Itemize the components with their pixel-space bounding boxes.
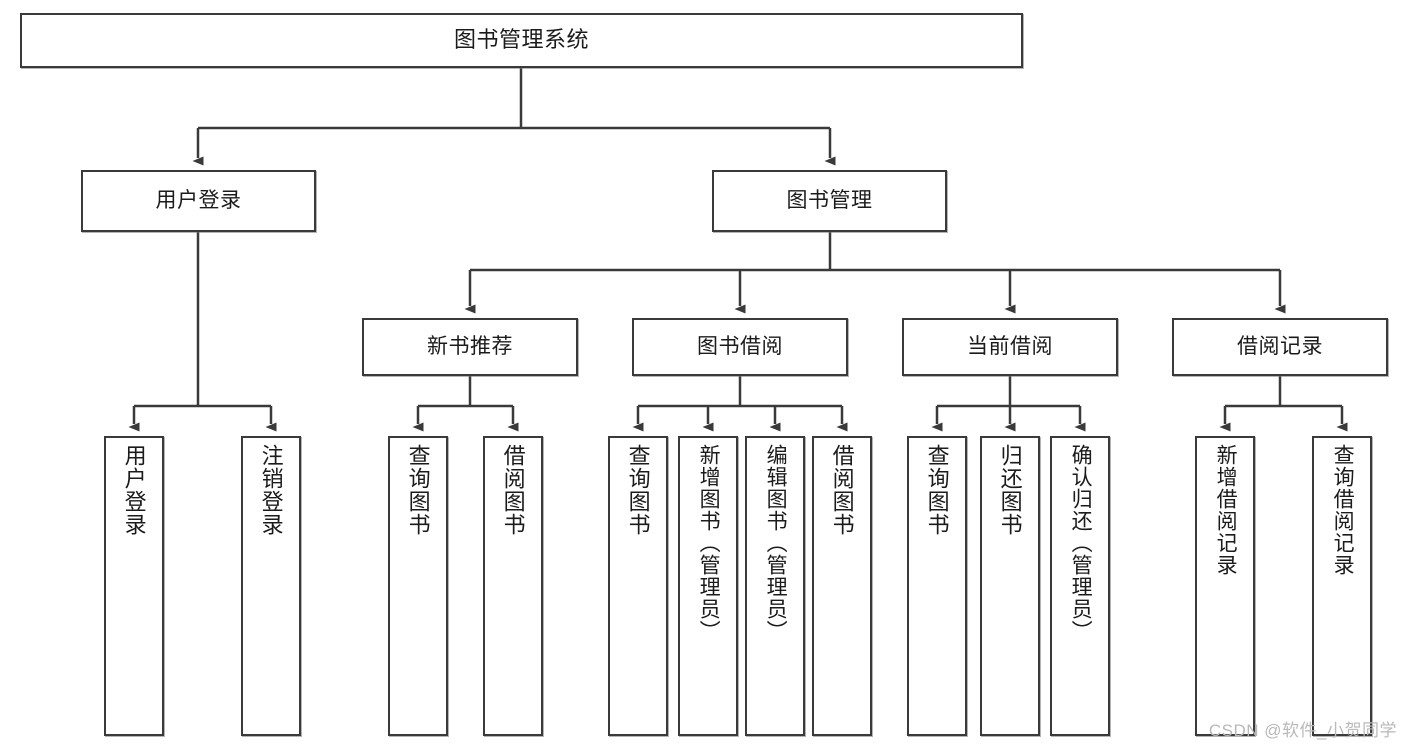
node-label: 注销登录 [258,444,284,536]
node-label: 查询借阅记录 [1331,444,1355,576]
leaf-query-books-borrow[interactable]: 查询图书 [608,436,668,736]
node-label: 新增图书（管理员） [697,444,721,642]
leaf-confirm-return-admin[interactable]: 确认归还（管理员） [1050,436,1110,736]
node-label: 新增借阅记录 [1214,444,1238,576]
leaf-return-books[interactable]: 归还图书 [980,436,1040,736]
leaf-logout[interactable]: 注销登录 [241,436,301,736]
leaf-add-borrow-record[interactable]: 新增借阅记录 [1195,436,1255,736]
leaf-query-borrow-record[interactable]: 查询借阅记录 [1312,436,1372,736]
node-label: 图书借阅 [697,335,783,359]
watermark: CSDN @软件_小贺同学 [1208,721,1397,740]
node-label: 图书管理 [786,189,873,213]
node-new-book-recommend[interactable]: 新书推荐 [362,318,578,376]
node-label: 用户登录 [121,444,147,536]
node-label: 归还图书 [997,444,1023,536]
leaf-edit-book-admin[interactable]: 编辑图书（管理员） [745,436,805,736]
node-label: 新书推荐 [427,335,513,359]
leaf-borrow-books-borrow[interactable]: 借阅图书 [812,436,872,736]
node-borrow-record[interactable]: 借阅记录 [1172,318,1388,376]
node-label: 查询图书 [924,444,950,536]
node-label: 确认归还（管理员） [1069,444,1093,642]
node-label: 查询图书 [405,444,431,536]
node-label: 借阅图书 [500,444,526,536]
leaf-borrow-books-recommend[interactable]: 借阅图书 [483,436,543,736]
node-label: 编辑图书（管理员） [764,444,788,642]
node-current-borrow[interactable]: 当前借阅 [902,318,1118,376]
node-root-system[interactable]: 图书管理系统 [20,13,1023,68]
leaf-user-login[interactable]: 用户登录 [104,436,164,736]
node-label: 图书管理系统 [453,27,589,53]
leaf-add-book-admin[interactable]: 新增图书（管理员） [678,436,738,736]
leaf-query-books-current[interactable]: 查询图书 [907,436,967,736]
node-book-borrow[interactable]: 图书借阅 [632,318,848,376]
node-book-management[interactable]: 图书管理 [712,170,947,232]
leaf-query-books-recommend[interactable]: 查询图书 [388,436,448,736]
node-label: 当前借阅 [967,335,1053,359]
node-user-login[interactable]: 用户登录 [81,170,316,232]
node-label: 借阅记录 [1237,335,1323,359]
node-label: 借阅图书 [829,444,855,536]
node-label: 用户登录 [155,189,242,213]
node-label: 查询图书 [625,444,651,536]
